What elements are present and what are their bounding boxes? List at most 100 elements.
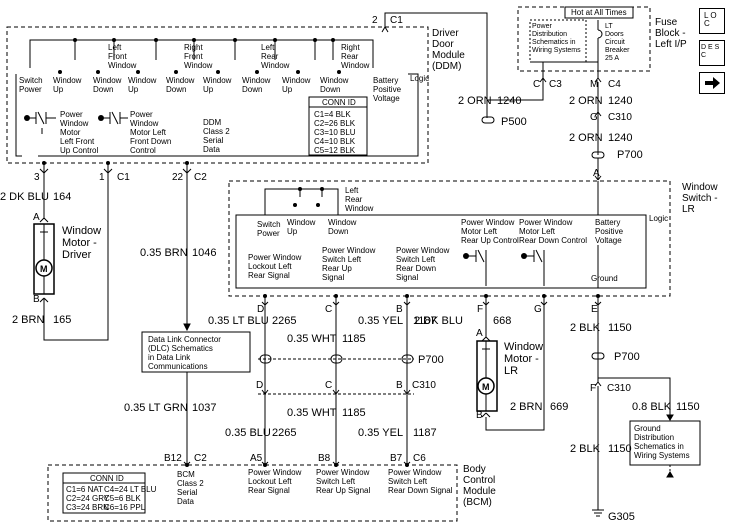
svg-text:C6=16 PPL: C6=16 PPL [104, 503, 146, 512]
desc-button[interactable]: D E S C [699, 40, 725, 66]
svg-text:2 BRN: 2 BRN [12, 314, 44, 326]
svg-text:Control: Control [130, 146, 156, 155]
svg-text:2 ORN: 2 ORN [569, 95, 603, 107]
svg-text:F: F [477, 304, 483, 315]
svg-text:0.35 BRN: 0.35 BRN [140, 247, 188, 259]
svg-text:C2=26 BLK: C2=26 BLK [314, 119, 356, 128]
svg-text:Rear Up: Rear Up [322, 264, 352, 273]
svg-text:Rear: Rear [261, 52, 279, 61]
svg-text:C5=12 BLK: C5=12 BLK [314, 146, 356, 155]
fuse-block-title: Fuse Block - Left I/P [655, 17, 687, 50]
svg-text:Power: Power [257, 229, 280, 238]
svg-text:C1=4 BLK: C1=4 BLK [314, 110, 351, 119]
svg-text:B: B [396, 380, 403, 391]
loc-button-label: L O C [704, 11, 717, 28]
svg-text:Window: Window [242, 76, 271, 85]
svg-text:Up: Up [203, 85, 214, 94]
svg-text:P700: P700 [614, 351, 640, 363]
svg-text:CONN ID: CONN ID [90, 474, 124, 483]
svg-text:Class 2: Class 2 [177, 479, 204, 488]
svg-text:B12: B12 [164, 453, 182, 464]
svg-text:LT: LT [605, 23, 613, 30]
ground-distribution-label: Ground Distribution Schematics in Wiring… [634, 424, 690, 460]
svg-text:0.35 BLU: 0.35 BLU [225, 427, 271, 439]
svg-text:Left: Left [345, 186, 359, 195]
svg-text:0.35 WHT: 0.35 WHT [287, 333, 337, 345]
svg-text:Window: Window [320, 76, 349, 85]
splice-p700-b [330, 354, 343, 364]
svg-text:2 DK BLU: 2 DK BLU [0, 191, 49, 203]
svg-text:A5: A5 [250, 453, 263, 464]
svg-text:1187: 1187 [413, 427, 437, 439]
svg-text:0.35 WHT: 0.35 WHT [287, 407, 337, 419]
svg-text:Rear Down: Rear Down [396, 264, 436, 273]
svg-text:CONN ID: CONN ID [322, 98, 356, 107]
svg-text:DDM: DDM [203, 118, 222, 127]
svg-text:Rear Up Control: Rear Up Control [461, 236, 519, 245]
ddm-switch-contacts [58, 38, 341, 74]
svg-text:22: 22 [172, 172, 184, 183]
svg-text:1150: 1150 [676, 401, 700, 413]
svg-text:Up: Up [53, 85, 64, 94]
svg-text:668: 668 [493, 315, 511, 327]
svg-text:Power Window: Power Window [248, 253, 302, 262]
svg-text:Window: Window [166, 76, 195, 85]
svg-text:A: A [593, 168, 600, 179]
bcm-title: Body Control Module (BCM) [463, 464, 496, 508]
ddm-relay-up: Power Window Motor Left Front Up Control [24, 110, 98, 155]
svg-text:Left: Left [261, 43, 275, 52]
svg-text:Window: Window [60, 119, 89, 128]
splice-p500 [481, 116, 495, 124]
svg-text:C2=24 GRY: C2=24 GRY [66, 494, 110, 503]
svg-text:0.35 LT GRN: 0.35 LT GRN [124, 402, 188, 414]
bcm-signals: Power Window Lockout Left Rear Signal Po… [248, 468, 453, 495]
svg-text:1187: 1187 [413, 315, 437, 327]
svg-text:1185: 1185 [342, 333, 366, 345]
ddm-logic-label: Logic [410, 74, 429, 83]
svg-text:C2: C2 [194, 453, 207, 464]
svg-text:Window: Window [345, 204, 374, 213]
svg-text:Wiring Systems: Wiring Systems [532, 47, 581, 54]
svg-text:E: E [591, 304, 598, 315]
svg-text:2 BLK: 2 BLK [570, 322, 601, 334]
svg-text:Voltage: Voltage [373, 94, 400, 103]
svg-text:Left Front: Left Front [60, 137, 95, 146]
svg-text:C4: C4 [608, 79, 621, 90]
svg-text:D: D [256, 380, 263, 391]
svg-text:Window: Window [62, 225, 101, 237]
svg-text:Motor -: Motor - [504, 353, 539, 365]
svg-text:2 BRN: 2 BRN [510, 401, 542, 413]
svg-text:Switch Left: Switch Left [396, 255, 436, 264]
svg-text:Switch Left: Switch Left [388, 477, 428, 486]
svg-text:G: G [534, 304, 542, 315]
svg-text:Power Window: Power Window [316, 468, 370, 477]
svg-text:Doors: Doors [605, 31, 624, 38]
svg-text:Down: Down [242, 85, 262, 94]
next-button[interactable] [699, 72, 725, 94]
svg-text:Window: Window [203, 76, 232, 85]
svg-text:C310: C310 [608, 112, 632, 123]
svg-text:2265: 2265 [272, 427, 296, 439]
loc-button[interactable]: L O C [699, 8, 725, 34]
dlc-box [141, 331, 251, 373]
svg-text:Door: Door [432, 39, 454, 50]
svg-text:0.35 YEL: 0.35 YEL [358, 315, 403, 327]
ddm-conn-id-table: CONN ID C1=4 BLK C2=26 BLK C3=10 BLU C4=… [308, 96, 368, 156]
svg-text:B7: B7 [390, 453, 403, 464]
svg-text:25 A: 25 A [605, 55, 619, 62]
window-switch-signals: Power Window Lockout Left Rear Signal Po… [248, 246, 450, 282]
svg-text:C3=24 BRN: C3=24 BRN [66, 503, 109, 512]
bcm-box [47, 464, 458, 522]
svg-text:Rear Up Signal: Rear Up Signal [316, 486, 370, 495]
svg-text:Control: Control [463, 475, 495, 486]
svg-text:Lockout Left: Lockout Left [248, 477, 292, 486]
svg-text:Right: Right [184, 43, 203, 52]
svg-text:Rear Signal: Rear Signal [248, 271, 290, 280]
svg-text:C: C [325, 304, 332, 315]
window-switch-labels: Switch Power Window Up Window Down Batte… [257, 218, 624, 245]
svg-text:Data: Data [177, 497, 194, 506]
svg-text:Battery: Battery [373, 76, 398, 85]
svg-text:Up: Up [128, 85, 139, 94]
svg-text:Power: Power [532, 23, 553, 30]
svg-text:Driver: Driver [432, 28, 459, 39]
